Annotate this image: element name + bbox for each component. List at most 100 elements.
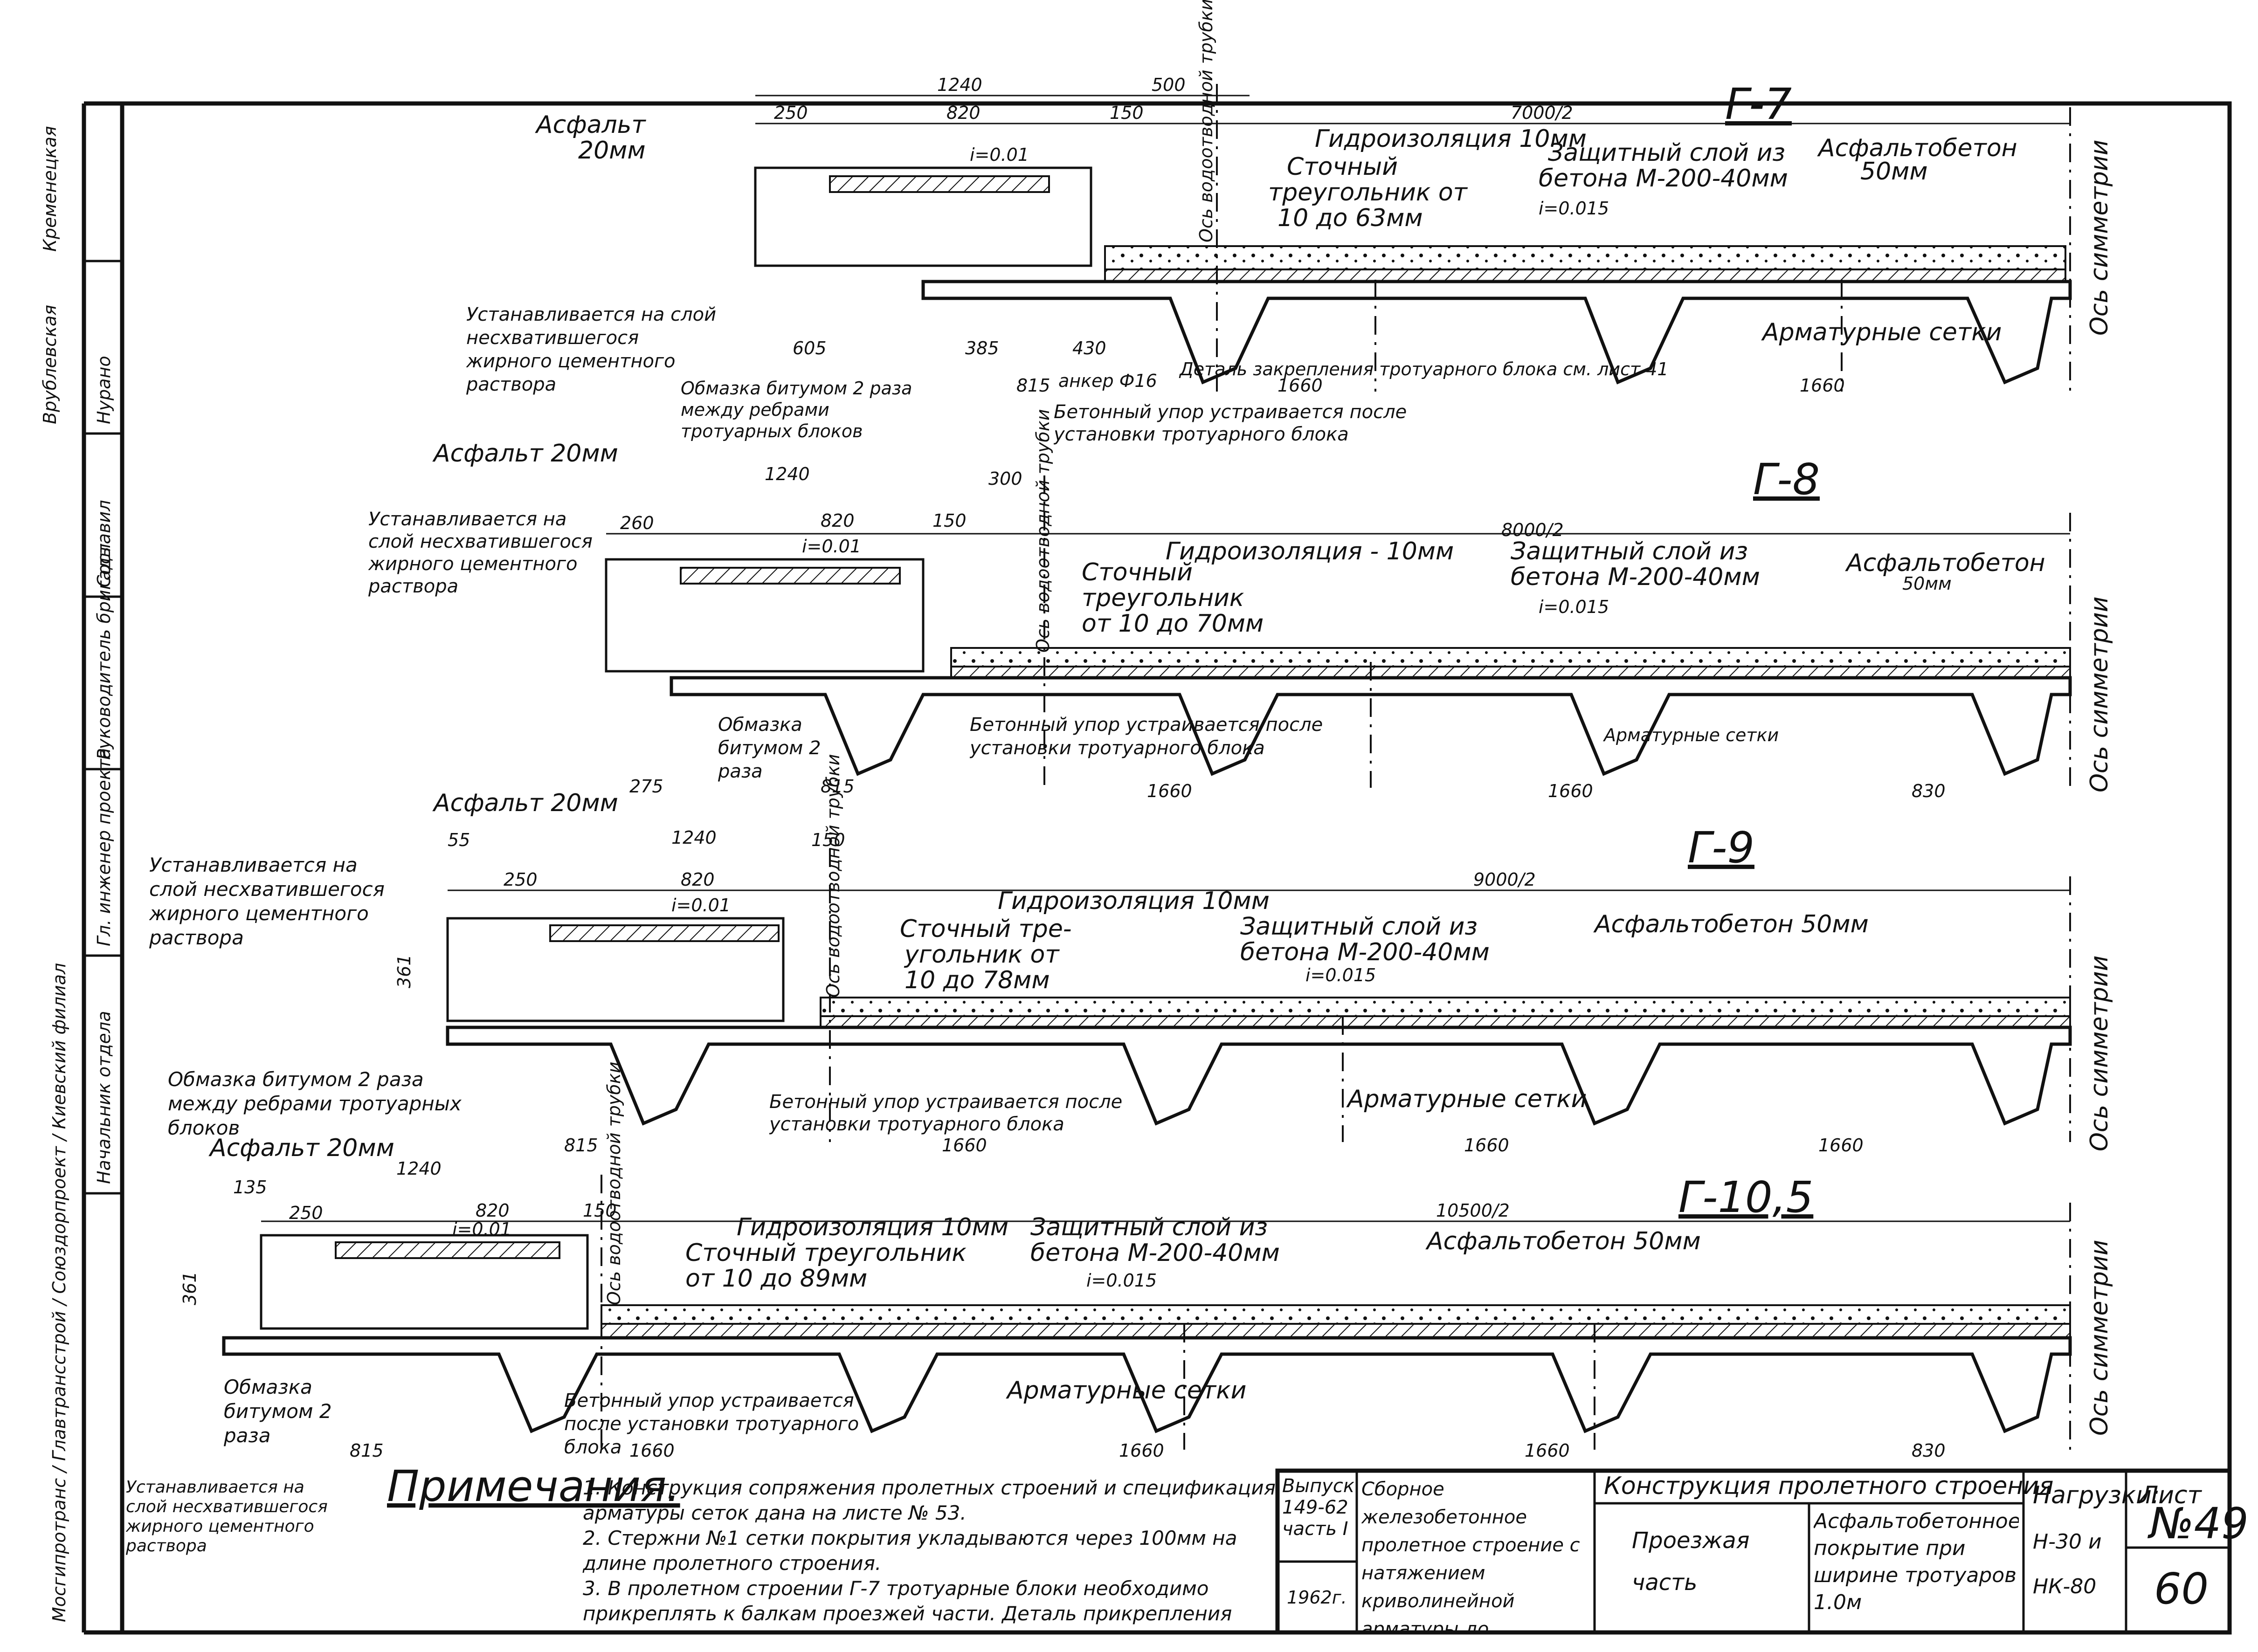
note-2: 2. Стержни №1 сетки покрытия укладываютс…: [583, 1527, 1237, 1575]
dim-7000-2: 7000/2: [1511, 103, 1573, 123]
drain-label: Сточный треугольник: [685, 1239, 967, 1267]
axis-drain-tube: Ось водоотводной трубки: [823, 754, 843, 998]
dim-815: 815: [564, 1135, 598, 1156]
stop-note: Бетонный упор устраивается после установ…: [1054, 401, 1407, 445]
mesh-label: Арматурные сетки: [1602, 725, 1779, 745]
stamp-org: Мосгипротранс / Главтрансстрой / Союздор…: [49, 963, 69, 1622]
dim-1660-b: 1660: [1800, 375, 1845, 396]
asphalt-label: Асфальт: [535, 111, 646, 139]
dim-1660-b: 1660: [1119, 1440, 1164, 1461]
slope-walkway: i=0.01: [802, 536, 861, 557]
section-g10-5: Г-10,5 135 1240 250 820 150 10500/2 361 …: [126, 1062, 2113, 1556]
bitumen-note: Обмазка битумом 2 раза: [224, 1376, 332, 1447]
dim-250: 250: [504, 869, 538, 890]
protective-label: Защитный слой из: [1548, 139, 1785, 167]
drain-label-3: 10 до 78мм: [905, 966, 1050, 994]
sheet-number: №49: [2147, 1499, 2249, 1549]
dim-55: 55: [448, 830, 470, 850]
asphaltconcrete-label: Асфальтобетон: [1817, 134, 2017, 162]
protective-label: Защитный слой из: [1240, 913, 1478, 941]
dim-820: 820: [681, 869, 715, 890]
dim-1660-c: 1660: [1525, 1440, 1570, 1461]
dim-150: 150: [811, 830, 845, 850]
axis-drain-tube: Ось водоотводной трубки: [604, 1062, 624, 1305]
asphalt-label: Асфальт 20мм: [432, 440, 618, 468]
notes-title: Примечания.: [387, 1461, 680, 1511]
dim-815: 815: [1016, 375, 1050, 396]
mesh-label: Арматурные сетки: [1761, 318, 2002, 346]
dim-830: 830: [1912, 781, 1946, 801]
dim-385: 385: [965, 338, 999, 358]
drain-label-2: треугольник от: [1268, 179, 1468, 206]
section-title: Г-8: [1753, 454, 1820, 504]
bitumen-note: Обмазка битумом 2 раза: [718, 714, 821, 782]
slope-walkway: i=0.01: [970, 145, 1029, 165]
drain-label-2: треугольник: [1082, 584, 1244, 612]
stamp-row-2-role: Гл. инженер проекта: [94, 748, 114, 946]
drain-label-3: от 10 до 89мм: [685, 1265, 867, 1293]
dim-260: 260: [620, 513, 654, 533]
section-g7: Г-7 1240 500 250 820 150 7000/2 Асфальт …: [466, 0, 2113, 445]
sheet-label: Лист: [2139, 1481, 2202, 1509]
drain-label-2: угольник от: [904, 941, 1060, 969]
issue: Выпуск 149-62 часть I: [1282, 1475, 1354, 1540]
stamp-row-4-role: Составил: [94, 500, 114, 587]
dim-361: 361: [180, 1271, 200, 1305]
section-title: Г-9: [1688, 823, 1754, 873]
dim-1660-a: 1660: [1277, 375, 1323, 396]
mortar-note: Устанавливается на слой несхватившегося …: [368, 509, 593, 597]
subject: Асфальтобетонное покрытие при ширине тро…: [1814, 1509, 2019, 1614]
loads-label: Нагрузки:: [2033, 1481, 2160, 1509]
axis-symmetry: Ось симметрии: [2085, 597, 2113, 792]
dim-820: 820: [946, 103, 981, 123]
dim-1660-a: 1660: [629, 1440, 675, 1461]
drain-label-3: от 10 до 70мм: [1082, 610, 1264, 638]
anchor-label: анкер Ф16: [1058, 371, 1157, 391]
section-g8: Г-8 1240 300 260 820 150 8000/2 Асфальт …: [368, 409, 2113, 801]
dim-1240: 1240: [765, 464, 810, 484]
drain-label: Сточный тре-: [900, 915, 1072, 943]
year: 1962г.: [1287, 1587, 1347, 1608]
part: Проезжая часть: [1632, 1528, 1750, 1596]
mortar-note: Устанавливается на слой несхватившегося …: [466, 304, 717, 395]
asphaltconcrete-label: Асфальтобетон 50мм: [1593, 910, 1869, 938]
dim-250: 250: [289, 1203, 323, 1223]
stop-note: Бетонный упор устраивается после установ…: [970, 714, 1323, 759]
dim-815: 815: [821, 776, 855, 797]
dim-1660-a: 1660: [942, 1135, 987, 1156]
dim-250: 250: [774, 103, 808, 123]
asphaltconcrete-label: Асфальтобетон: [1845, 549, 2045, 577]
dim-1240: 1240: [937, 75, 982, 95]
axis-symmetry: Ось симметрии: [2085, 140, 2113, 336]
stamp-row-1-surname: Кременецкая: [40, 126, 60, 252]
dim-275: 275: [629, 776, 663, 797]
dim-605: 605: [793, 338, 827, 358]
dim-500: 500: [1152, 75, 1186, 95]
waterproofing-label: Гидроизоляция - 10мм: [1166, 537, 1454, 565]
dim-1240: 1240: [671, 827, 717, 848]
protective-label-2: бетона М-200-40мм: [1511, 563, 1760, 591]
stamp-row-5-role: Нурано: [94, 356, 114, 424]
drain-label: Сточный: [1287, 153, 1398, 181]
section-header: Конструкция пролетного строения: [1604, 1472, 2053, 1500]
note-3: 3. В пролетном строении Г-7 тротуарные б…: [583, 1577, 1232, 1629]
stop-note: Бетонный упор устраивается после установ…: [564, 1390, 859, 1458]
dim-820: 820: [476, 1200, 510, 1221]
drain-label: Сточный: [1082, 558, 1193, 586]
dim-150: 150: [1110, 103, 1144, 123]
axis-drain-tube: Ось водоотводной трубки: [1196, 0, 1216, 242]
section-g9: Г-9 1240 55 150 250 820 9000/2 361 Асфал…: [149, 754, 2113, 1156]
mortar-note: Устанавливается на слой несхватившегося …: [149, 854, 385, 949]
dim-150: 150: [932, 510, 967, 531]
dim-150: 150: [583, 1200, 617, 1221]
note-1: 1. Конструкция сопряжения пролетных стро…: [583, 1476, 1276, 1524]
section-title: Г-7: [1725, 79, 1792, 129]
asphalt-label: Асфальт 20мм: [208, 1134, 394, 1162]
stamp-row-3-role: Руководитель бригады: [94, 544, 114, 760]
dim-135: 135: [233, 1177, 267, 1198]
axis-symmetry: Ось симметрии: [2085, 956, 2113, 1151]
asphalt-label: Асфальт 20мм: [432, 789, 618, 817]
waterproofing-label: Гидроизоляция 10мм: [998, 887, 1270, 915]
slope-deck: i=0.015: [1305, 965, 1376, 985]
